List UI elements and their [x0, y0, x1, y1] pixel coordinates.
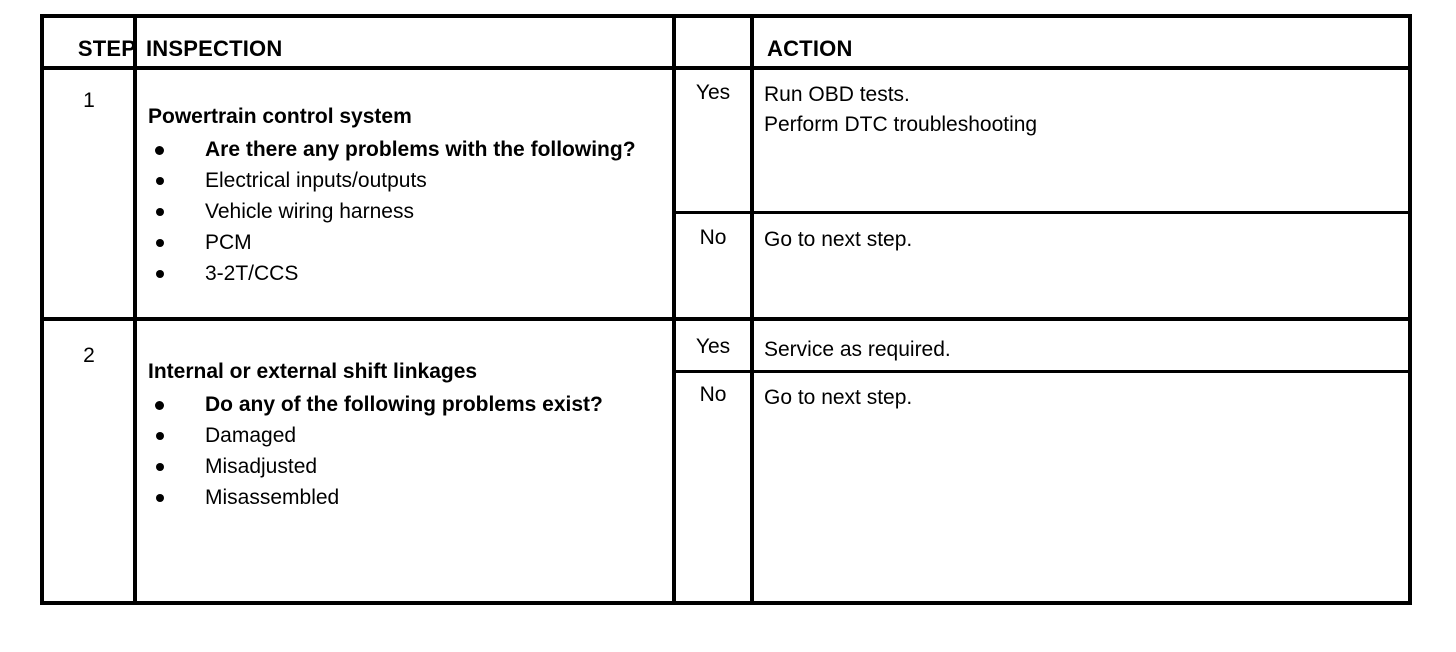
- bullet-icon: [156, 208, 164, 216]
- step-number: 1: [83, 89, 95, 112]
- answer-label-step1-yes: Yes: [695, 81, 731, 104]
- table-grid: [44, 18, 1408, 601]
- column-divider-step-inspection: [133, 18, 137, 601]
- list-item-label: Misadjusted: [205, 455, 318, 478]
- inspection-cell-step1: Powertrain control system Are there any …: [148, 101, 678, 289]
- column-divider-answer-action: [750, 18, 754, 601]
- list-item: Vehicle wiring harness: [148, 196, 678, 227]
- row-divider-step1-step2: [44, 317, 1408, 321]
- action-cell-step2-no: Go to next step.: [764, 383, 912, 413]
- action-line: Service as required.: [764, 338, 951, 361]
- bullet-icon: [156, 239, 164, 247]
- inspection-title: Powertrain control system: [148, 105, 412, 128]
- bullet-icon: [156, 270, 164, 278]
- step-number: 2: [83, 344, 95, 367]
- list-item-label: Are there any problems with the followin…: [205, 138, 636, 161]
- bullet-icon: [156, 432, 164, 440]
- column-header-step: STEP: [77, 36, 137, 61]
- bullet-icon: [155, 401, 164, 410]
- answer-label-step2-yes: Yes: [695, 335, 731, 358]
- bullet-icon: [156, 494, 164, 502]
- action-line: Perform DTC troubleshooting: [764, 113, 1038, 136]
- row-divider-step1-yes-no: [672, 211, 1408, 214]
- list-item: PCM: [148, 227, 678, 258]
- list-item: Misadjusted: [148, 451, 678, 482]
- action-line: Go to next step.: [764, 228, 913, 251]
- list-item-label: PCM: [205, 231, 252, 254]
- inspection-title: Internal or external shift linkages: [148, 360, 478, 383]
- answer-label-step2-no: No: [699, 383, 727, 406]
- inspection-bullet-list: Are there any problems with the followin…: [148, 134, 678, 289]
- list-item-label: Do any of the following problems exist?: [205, 393, 603, 416]
- column-header-inspection: INSPECTION: [146, 36, 283, 61]
- list-item-label: Misassembled: [205, 486, 340, 509]
- row-divider-header: [44, 66, 1408, 70]
- list-item-label: Damaged: [205, 424, 297, 447]
- list-item: Damaged: [148, 420, 678, 451]
- bullet-icon: [156, 463, 164, 471]
- list-item-label: Electrical inputs/outputs: [205, 169, 427, 192]
- action-line: Go to next step.: [764, 386, 913, 409]
- action-cell-step1-no: Go to next step.: [764, 225, 912, 255]
- answer-label-step1-no: No: [699, 226, 727, 249]
- column-divider-inspection-answer: [672, 18, 676, 601]
- list-item: 3-2T/CCS: [148, 258, 678, 289]
- bullet-icon: [156, 177, 164, 185]
- list-item: Are there any problems with the followin…: [148, 134, 678, 165]
- row-divider-step2-yes-no: [672, 370, 1408, 373]
- action-line: Run OBD tests.: [764, 83, 910, 106]
- list-item-label: 3-2T/CCS: [205, 262, 299, 285]
- list-item: Do any of the following problems exist?: [148, 389, 678, 420]
- list-item-label: Vehicle wiring harness: [205, 200, 414, 223]
- inspection-cell-step2: Internal or external shift linkages Do a…: [148, 356, 678, 513]
- list-item: Electrical inputs/outputs: [148, 165, 678, 196]
- action-cell-step2-yes: Service as required.: [764, 335, 951, 365]
- action-cell-step1-yes: Run OBD tests. Perform DTC troubleshooti…: [764, 80, 1037, 140]
- inspection-bullet-list: Do any of the following problems exist? …: [148, 389, 678, 513]
- column-header-action: ACTION: [767, 36, 853, 61]
- bullet-icon: [155, 146, 164, 155]
- diagnostic-procedure-table: STEP INSPECTION ACTION 1 Powertrain cont…: [40, 14, 1412, 605]
- list-item: Misassembled: [148, 482, 678, 513]
